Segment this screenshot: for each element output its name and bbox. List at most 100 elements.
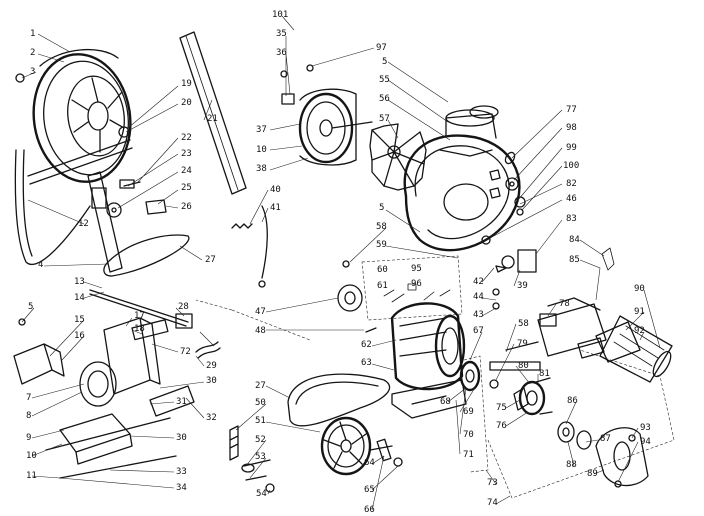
- callout-c89: 89: [587, 469, 598, 479]
- callout-c99: 99: [566, 143, 577, 153]
- callout-c11: 11: [26, 471, 37, 481]
- callout-c68: 68: [440, 397, 451, 407]
- callout-c33: 33: [176, 467, 187, 477]
- callout-c23: 23: [181, 149, 192, 159]
- callout-c37: 37: [256, 125, 267, 135]
- callout-c66: 66: [364, 505, 375, 515]
- callout-c1: 1: [30, 29, 35, 39]
- agitator-end-assembly: [557, 421, 649, 488]
- callout-c22: 22: [181, 133, 192, 143]
- callout-c58b: 58: [518, 319, 529, 329]
- callout-c96: 96: [411, 279, 422, 289]
- callout-c73: 73: [487, 478, 498, 488]
- callout-c83a: 83: [566, 214, 577, 224]
- callout-c75: 75: [496, 403, 507, 413]
- callout-c43: 43: [473, 310, 484, 320]
- large-pulley-wheel: [14, 48, 133, 265]
- callout-c74: 74: [487, 498, 498, 508]
- callout-c62: 62: [361, 340, 372, 350]
- callout-c84: 84: [569, 235, 580, 245]
- callout-c30b: 30: [176, 433, 187, 443]
- callout-c47: 47: [255, 307, 266, 317]
- callout-c58a: 58: [376, 222, 387, 232]
- switch-block: [492, 247, 615, 310]
- callout-c27b: 27: [255, 381, 266, 391]
- callout-c29: 29: [206, 361, 217, 371]
- callout-c64: 64: [364, 458, 375, 468]
- callout-c26: 26: [181, 202, 192, 212]
- callout-c85: 85: [569, 255, 580, 265]
- housing-fasteners: [481, 151, 526, 245]
- callout-c30a: 30: [206, 376, 217, 386]
- callout-c69: 69: [463, 407, 474, 417]
- callout-c82: 82: [566, 179, 577, 189]
- main-motor: [390, 302, 467, 419]
- callout-c81: 81: [539, 369, 550, 379]
- callout-c88: 88: [566, 460, 577, 470]
- callout-c92: 92: [634, 326, 645, 336]
- callout-c100: 100: [563, 161, 579, 171]
- callout-c9: 9: [26, 433, 31, 443]
- lower-belt-and-wheel: [287, 373, 403, 476]
- callout-c51: 51: [255, 416, 266, 426]
- callout-c94: 94: [640, 437, 651, 447]
- callout-c97: 97: [376, 43, 387, 53]
- callout-c39: 39: [517, 281, 528, 291]
- callout-c53: 53: [255, 452, 266, 462]
- callout-c54: 54: [256, 489, 267, 499]
- fan-blades: [369, 123, 427, 191]
- callout-c77: 77: [566, 105, 577, 115]
- callout-c20: 20: [181, 98, 192, 108]
- callout-c16: 16: [74, 331, 85, 341]
- switch-housing-assembly: [537, 297, 673, 383]
- callout-c67: 67: [473, 326, 484, 336]
- callout-c71: 71: [463, 450, 474, 460]
- callout-c78a: 78: [559, 299, 570, 309]
- callout-c34: 34: [176, 483, 187, 493]
- callout-c15: 15: [74, 315, 85, 325]
- callout-c2: 2: [30, 48, 35, 58]
- callout-c56: 56: [379, 94, 390, 104]
- callout-c80: 80: [518, 361, 529, 371]
- callout-c70: 70: [463, 430, 474, 440]
- callout-c50: 50: [255, 398, 266, 408]
- callout-c95: 95: [411, 264, 422, 274]
- blower-housing: [403, 105, 521, 252]
- callout-c8: 8: [26, 411, 31, 421]
- callout-c57: 57: [379, 114, 390, 124]
- spring-and-wire: [231, 205, 268, 288]
- callout-c7: 7: [26, 393, 31, 403]
- assembly-bracket: [463, 349, 675, 499]
- callout-c4: 4: [38, 260, 43, 270]
- callout-c14: 14: [74, 293, 85, 303]
- assembly-bracket-left: [195, 299, 311, 341]
- callout-c27a: 27: [205, 255, 216, 265]
- callout-c25: 25: [181, 183, 192, 193]
- callout-c44: 44: [473, 292, 484, 302]
- callout-c48: 48: [255, 326, 266, 336]
- callout-c13: 13: [74, 277, 85, 287]
- callout-c61: 61: [377, 281, 388, 291]
- left-motor-assembly: [13, 317, 221, 479]
- leader-lines: [21, 15, 661, 511]
- callout-c52: 52: [255, 435, 266, 445]
- callout-c42: 42: [473, 277, 484, 287]
- callout-c17: 17: [134, 311, 145, 321]
- callout-c46: 46: [566, 194, 577, 204]
- callout-c24: 24: [181, 166, 192, 176]
- inset-box: [361, 255, 463, 321]
- callout-c21: 21: [207, 114, 218, 124]
- callout-c18: 18: [134, 324, 145, 334]
- callout-c31: 31: [176, 397, 187, 407]
- part-number-callouts: 1231219202122232425262741314515161718287…: [26, 10, 651, 515]
- callout-c19: 19: [181, 79, 192, 89]
- callout-c10: 10: [26, 451, 37, 461]
- callout-c79: 79: [517, 339, 528, 349]
- callout-c3: 3: [30, 67, 35, 77]
- callout-c41: 41: [270, 203, 281, 213]
- callout-c60: 60: [377, 265, 388, 275]
- motor-pulley: [337, 260, 377, 333]
- callout-c76: 76: [496, 421, 507, 431]
- callout-c101: 101: [272, 10, 288, 20]
